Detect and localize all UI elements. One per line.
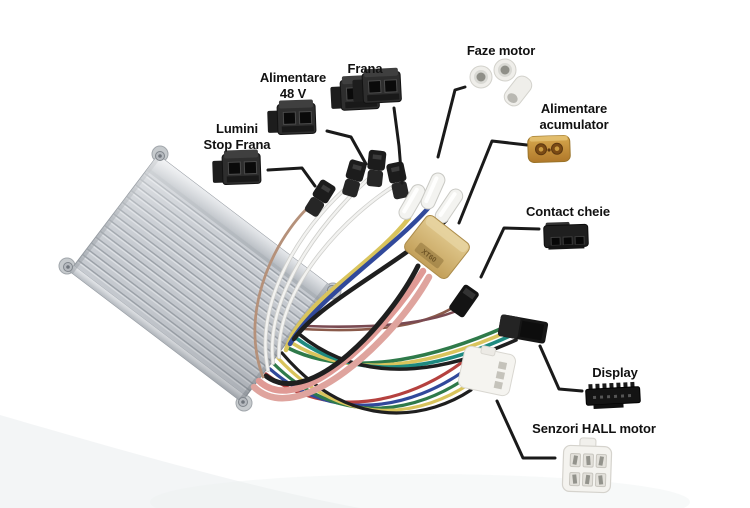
label-display: Display [575,365,655,381]
background-glow [150,474,690,508]
leader-contact [479,226,541,279]
label-line: Stop Frana [203,137,271,152]
lumini-sample-plug [211,148,262,186]
senzori-sample-connector [561,437,613,494]
wire-phase-yellow [283,215,412,353]
wire-green [286,325,507,366]
label-line: Faze motor [466,43,536,58]
wire-pink [250,273,433,402]
leader-alimentare48 [325,129,368,166]
label-line: Display [592,365,638,380]
label-frana: Frana [325,61,405,77]
contact-cheie-wire-connector [449,284,479,318]
display-sample-connector [585,381,641,410]
xt60-sample-connector [527,134,571,164]
wire-pink [255,267,427,394]
background-sweep [0,415,360,508]
label-lumini-stop-frana: Lumini Stop Frana [172,121,302,153]
frana-wire-connector [365,149,387,188]
wiring-harness [250,173,518,415]
wire-yellow [290,329,511,367]
label-senzori-hall-motor: Senzori HALL motor [515,421,673,437]
leader-frana [392,106,404,185]
screw-icon [238,397,248,407]
pin-holes [568,452,607,488]
wire-teal [294,333,514,369]
label-line: Alimentare [540,101,608,116]
label-line: Frana [347,61,383,76]
label-contact-cheie: Contact cheie [506,204,630,220]
wire-white [264,182,353,372]
label-alimentare-48v: Alimentare 48 V [233,70,353,102]
leader-lines [266,85,584,460]
leader-lumini [266,166,317,188]
leader-display [538,344,584,393]
frana-wire-connector [385,160,411,201]
label-line: acumulator [539,117,609,132]
lumini-wire-connector [302,178,337,219]
sample-connectors [211,58,641,494]
display-wire-connector [497,314,549,344]
label-faze-motor: Faze motor [446,43,556,59]
xt60-wire-connector: XT60 [404,214,470,280]
wire-white [277,184,396,359]
label-line: Alimentare [259,70,327,85]
harness-connectors: XT60 [302,149,549,397]
contact-sample-connector [543,221,589,250]
label-line: Senzori HALL motor [532,421,656,436]
leader-faze [436,85,467,159]
alimentare48-wire-connector [340,158,368,199]
screw-icon [63,262,73,272]
leader-senzori [495,399,557,460]
leader-acumulator [457,139,529,225]
label-line: Contact cheie [526,204,610,219]
label-line: 48 V [279,86,307,101]
wire-black-thick [263,263,421,386]
wire-brown [303,307,463,328]
wire-brown [301,303,459,332]
label-alimentare-acumulator: Alimentare acumulator [513,101,635,133]
faze-sample-bullets [469,58,533,107]
background-washes [0,415,690,508]
wire-tan [253,198,319,379]
label-line: Lumini [215,121,258,136]
screw-icon [155,151,165,161]
hall-wire-connector [458,345,516,397]
